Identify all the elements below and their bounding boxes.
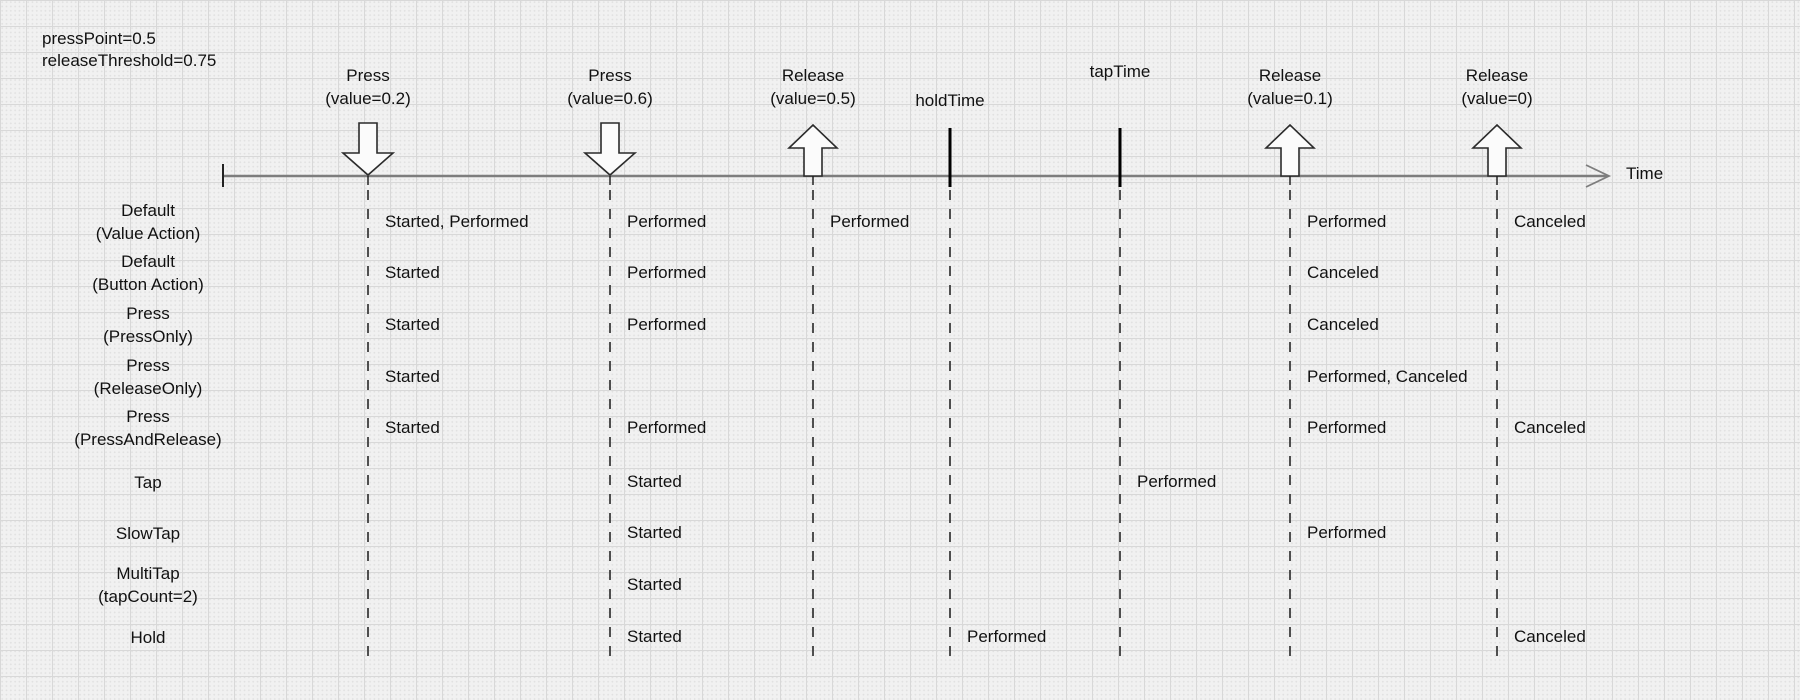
event-label-line: (value=0.5) xyxy=(770,89,856,108)
row-label-line: Hold xyxy=(130,627,166,647)
event-label-line: (value=0.1) xyxy=(1247,89,1333,108)
row-label-press-pressandrelease: Press (PressAndRelease) xyxy=(0,405,298,451)
annotation-default-value-action-release-value-0: Canceled xyxy=(1514,212,1586,231)
press-down-arrow-icon xyxy=(582,122,638,177)
event-label-release-value-0.1: Release (value=0.1) xyxy=(1247,64,1333,110)
annotation-multitap-tapcount-2-press-value-0.6: Started xyxy=(627,575,682,594)
event-label-release-value-0: Release (value=0) xyxy=(1461,64,1532,110)
annotation-default-button-action-release-value-0.1: Canceled xyxy=(1307,263,1379,282)
press-down-arrow-icon xyxy=(340,122,396,177)
row-label-line: SlowTap xyxy=(115,523,181,543)
config-note: pressPoint=0.5 releaseThreshold=0.75 xyxy=(42,28,216,72)
config-press-point: pressPoint=0.5 xyxy=(42,29,156,48)
row-label-multitap-tapcount-2: MultiTap (tapCount=2) xyxy=(0,562,298,608)
annotation-press-releaseonly-press-value-0.2: Started xyxy=(385,367,440,386)
row-label-default-button-action: Default (Button Action) xyxy=(0,250,298,296)
annotation-hold-release-value-0: Canceled xyxy=(1514,627,1586,646)
annotation-hold-hold-time: Performed xyxy=(967,627,1047,646)
event-label-line: (value=0.6) xyxy=(567,89,653,108)
annotation-default-button-action-press-value-0.6: Performed xyxy=(627,263,707,282)
annotation-press-pressandrelease-release-value-0.1: Performed xyxy=(1307,418,1387,437)
axis-arrowhead-icon xyxy=(1585,164,1612,188)
annotation-tap-press-value-0.6: Started xyxy=(627,472,682,491)
row-label-line: (PressOnly) xyxy=(103,327,193,346)
event-label-press-value-0.2: Press (value=0.2) xyxy=(325,64,411,110)
annotation-default-value-action-press-value-0.2: Started, Performed xyxy=(385,212,529,231)
row-label-line: Default xyxy=(121,252,175,271)
config-release-threshold: releaseThreshold=0.75 xyxy=(42,51,217,70)
row-label-line: Tap xyxy=(134,472,162,492)
row-label-press-pressonly: Press (PressOnly) xyxy=(0,302,298,348)
annotation-press-pressonly-press-value-0.6: Performed xyxy=(627,315,707,334)
row-label-slowtap: SlowTap xyxy=(0,522,298,545)
event-label-line: (value=0) xyxy=(1461,89,1533,108)
row-label-hold: Hold xyxy=(0,626,298,649)
event-label-line: Press xyxy=(346,66,390,85)
time-axis-label: Time xyxy=(1626,164,1664,183)
release-up-arrow-icon xyxy=(787,123,839,177)
annotation-press-pressonly-release-value-0.1: Canceled xyxy=(1307,315,1379,334)
row-label-line: (Button Action) xyxy=(92,275,204,294)
row-label-line: Press xyxy=(126,304,170,323)
annotation-default-value-action-release-value-0.5: Performed xyxy=(830,212,910,231)
event-label-line: (value=0.2) xyxy=(325,89,411,108)
annotation-press-pressonly-press-value-0.2: Started xyxy=(385,315,440,334)
row-label-line: (PressAndRelease) xyxy=(74,430,222,449)
event-label-hold-time: holdTime xyxy=(915,89,984,112)
annotation-press-pressandrelease-release-value-0: Canceled xyxy=(1514,418,1586,437)
row-label-line: (Value Action) xyxy=(95,224,201,243)
event-label-line: holdTime xyxy=(915,91,985,110)
event-label-tap-time: tapTime xyxy=(1090,60,1151,83)
annotation-tap-tap-time: Performed xyxy=(1137,472,1217,491)
row-label-line: MultiTap xyxy=(116,564,180,583)
row-label-line: (tapCount=2) xyxy=(98,587,198,606)
row-label-default-value-action: Default (Value Action) xyxy=(0,199,298,245)
event-label-press-value-0.6: Press (value=0.6) xyxy=(567,64,653,110)
event-label-line: Press xyxy=(588,66,632,85)
event-label-release-value-0.5: Release (value=0.5) xyxy=(770,64,856,110)
row-label-line: Press xyxy=(126,407,170,426)
row-label-line: Press xyxy=(126,356,170,375)
annotation-default-value-action-release-value-0.1: Performed xyxy=(1307,212,1387,231)
row-label-line: Default xyxy=(121,201,175,220)
annotation-slowtap-release-value-0.1: Performed xyxy=(1307,523,1387,542)
annotation-press-releaseonly-release-value-0.1: Performed, Canceled xyxy=(1307,367,1468,386)
annotation-press-pressandrelease-press-value-0.2: Started xyxy=(385,418,440,437)
event-label-line: Release xyxy=(781,66,845,85)
annotation-press-pressandrelease-press-value-0.6: Performed xyxy=(627,418,707,437)
event-label-line: Release xyxy=(1258,66,1322,85)
annotation-hold-press-value-0.6: Started xyxy=(627,627,682,646)
annotation-default-button-action-press-value-0.2: Started xyxy=(385,263,440,282)
row-label-press-releaseonly: Press (ReleaseOnly) xyxy=(0,354,298,400)
row-label-tap: Tap xyxy=(0,471,298,494)
annotation-slowtap-press-value-0.6: Started xyxy=(627,523,682,542)
event-label-line: Release xyxy=(1465,66,1529,85)
row-label-line: (ReleaseOnly) xyxy=(93,379,203,398)
annotation-default-value-action-press-value-0.6: Performed xyxy=(627,212,707,231)
event-label-line: tapTime xyxy=(1089,62,1151,81)
release-up-arrow-icon xyxy=(1264,123,1316,177)
release-up-arrow-icon xyxy=(1471,123,1523,177)
